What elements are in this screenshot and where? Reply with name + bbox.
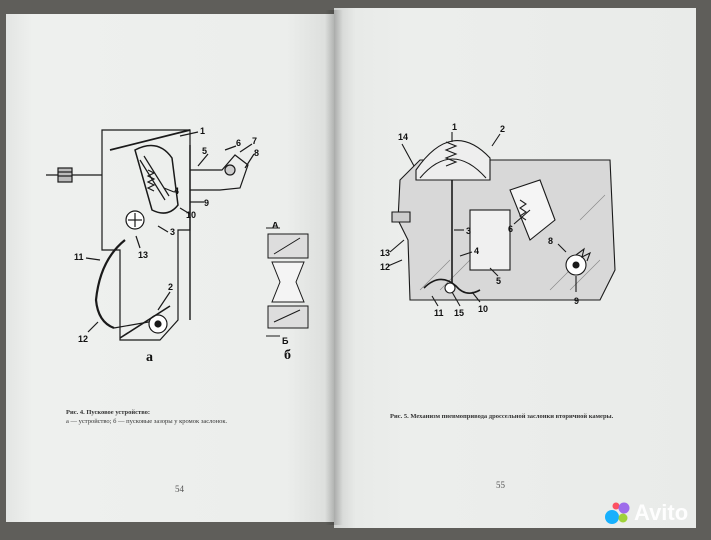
r-label-11: 11 <box>434 308 444 318</box>
r-label-3: 3 <box>466 226 471 236</box>
sublabel-a: а <box>146 350 153 365</box>
right-caption-title: Рис. 5. Механизм пневмопривода дроссельн… <box>390 413 614 420</box>
label-13: 13 <box>138 250 148 260</box>
r-label-1: 1 <box>452 122 457 132</box>
starting-device-figure: 1 2 3 4 5 6 7 8 9 10 11 12 13 <box>46 126 259 344</box>
label-2: 2 <box>168 282 173 292</box>
left-caption: Рис. 4. Пусковое устройство: а — устройс… <box>66 408 227 426</box>
r-label-10: 10 <box>478 304 488 314</box>
left-page-number: 54 <box>175 484 184 494</box>
r-label-2: 2 <box>500 124 505 134</box>
r-label-12: 12 <box>380 262 390 272</box>
label-4: 4 <box>174 186 179 196</box>
sublabel-b: б <box>284 348 291 363</box>
avito-watermark: Avito <box>604 500 688 526</box>
r-label-5: 5 <box>496 276 501 286</box>
right-page-number: 55 <box>496 480 505 490</box>
label-7: 7 <box>252 136 257 146</box>
r-label-13: 13 <box>380 248 390 258</box>
label-1: 1 <box>200 126 205 136</box>
avito-logo-icon <box>605 502 630 524</box>
left-caption-text: а — устройство; б — пусковые зазоры у кр… <box>66 418 228 425</box>
r-label-15: 15 <box>454 308 464 318</box>
label-6: 6 <box>236 138 241 148</box>
label-9: 9 <box>204 198 209 208</box>
dim-label-a: А <box>272 222 279 230</box>
r-label-9: 9 <box>574 296 579 306</box>
watermark-text: Avito <box>634 500 689 525</box>
r-label-14: 14 <box>398 132 408 142</box>
label-5: 5 <box>202 146 207 156</box>
label-12: 12 <box>78 334 88 344</box>
left-caption-title: Рис. 4. Пусковое устройство: <box>66 409 151 416</box>
r-label-4: 4 <box>474 246 479 256</box>
label-11: 11 <box>74 252 84 262</box>
label-10: 10 <box>186 210 196 220</box>
r-label-8: 8 <box>548 236 553 246</box>
r-label-6: 6 <box>508 224 513 234</box>
pneumatic-actuator-figure: 1 2 3 4 5 6 8 9 10 11 12 13 14 15 <box>380 122 616 318</box>
book-gutter <box>325 10 343 525</box>
dim-label-b: Б <box>282 336 289 346</box>
choke-gap-detail: А Б <box>266 222 309 346</box>
label-8: 8 <box>254 148 259 158</box>
label-3: 3 <box>170 227 175 237</box>
right-caption: Рис. 5. Механизм пневмопривода дроссельн… <box>390 412 613 421</box>
